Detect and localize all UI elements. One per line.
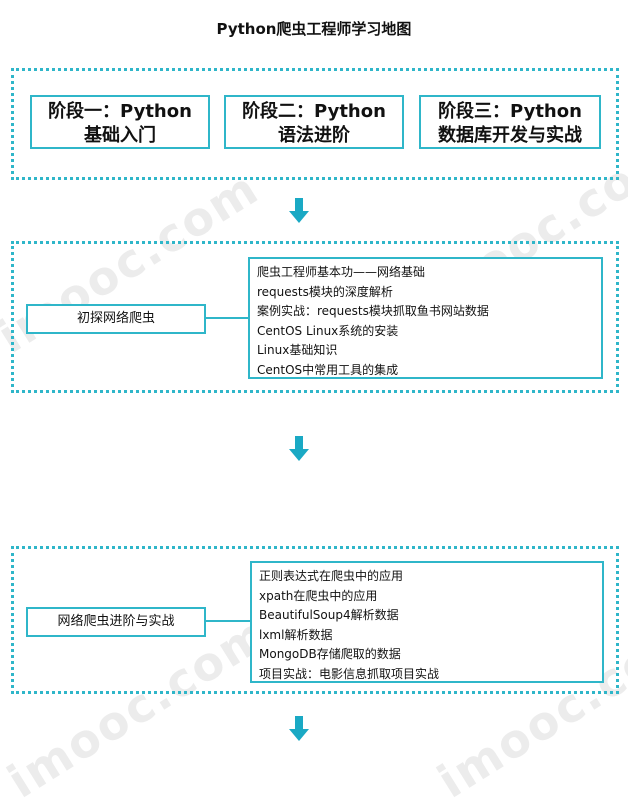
module-1-label: 初探网络爬虫 bbox=[26, 304, 206, 334]
module-1-detail-box: 爬虫工程师基本功——网络基础 requests模块的深度解析 案例实战：requ… bbox=[248, 257, 603, 379]
module-1-item: CentOS Linux系统的安装 bbox=[257, 323, 399, 338]
page-title: Python爬虫工程师学习地图 bbox=[216, 20, 412, 38]
module-2-frame bbox=[11, 546, 619, 694]
module-2-detail-box: 正则表达式在爬虫中的应用 xpath在爬虫中的应用 BeautifulSoup4… bbox=[250, 561, 604, 683]
stage-1-line1: 阶段一：Python bbox=[48, 101, 192, 122]
module-2-item: 正则表达式在爬虫中的应用 bbox=[259, 569, 404, 583]
module-2-label: 网络爬虫进阶与实战 bbox=[26, 607, 206, 637]
stage-3-box: 阶段三：Python 数据库开发与实战 bbox=[419, 95, 601, 149]
module-1-item: requests模块的深度解析 bbox=[257, 284, 393, 299]
stage-1-line2: 基础入门 bbox=[84, 125, 156, 146]
module-1-item: CentOS中常用工具的集成 bbox=[257, 362, 399, 377]
module-2-item: MongoDB存储爬取的数据 bbox=[259, 647, 401, 661]
stage-3-line2: 数据库开发与实战 bbox=[438, 125, 582, 146]
module-2-item: xpath在爬虫中的应用 bbox=[259, 588, 378, 603]
module-1-item: 爬虫工程师基本功——网络基础 bbox=[257, 265, 426, 279]
stage-2-box: 阶段二：Python 语法进阶 bbox=[224, 95, 404, 149]
stages-frame bbox=[11, 68, 619, 180]
stage-3-line1: 阶段三：Python bbox=[438, 101, 582, 122]
connector-line bbox=[205, 317, 250, 319]
module-2-item: 项目实战：电影信息抓取项目实战 bbox=[259, 666, 440, 681]
connector-line bbox=[205, 620, 252, 622]
stage-1-box: 阶段一：Python 基础入门 bbox=[30, 95, 210, 149]
stage-2-line1: 阶段二：Python bbox=[242, 101, 386, 122]
down-arrow-icon bbox=[289, 198, 309, 223]
module-1-item: 案例实战：requests模块抓取鱼书网站数据 bbox=[257, 304, 489, 318]
module-1-item: Linux基础知识 bbox=[257, 343, 338, 357]
module-2-item: BeautifulSoup4解析数据 bbox=[259, 608, 399, 622]
stage-2-line2: 语法进阶 bbox=[278, 125, 350, 146]
down-arrow-icon bbox=[289, 436, 309, 461]
down-arrow-icon bbox=[289, 716, 309, 741]
module-2-item: lxml解析数据 bbox=[259, 627, 333, 642]
module-1-frame bbox=[11, 241, 619, 393]
